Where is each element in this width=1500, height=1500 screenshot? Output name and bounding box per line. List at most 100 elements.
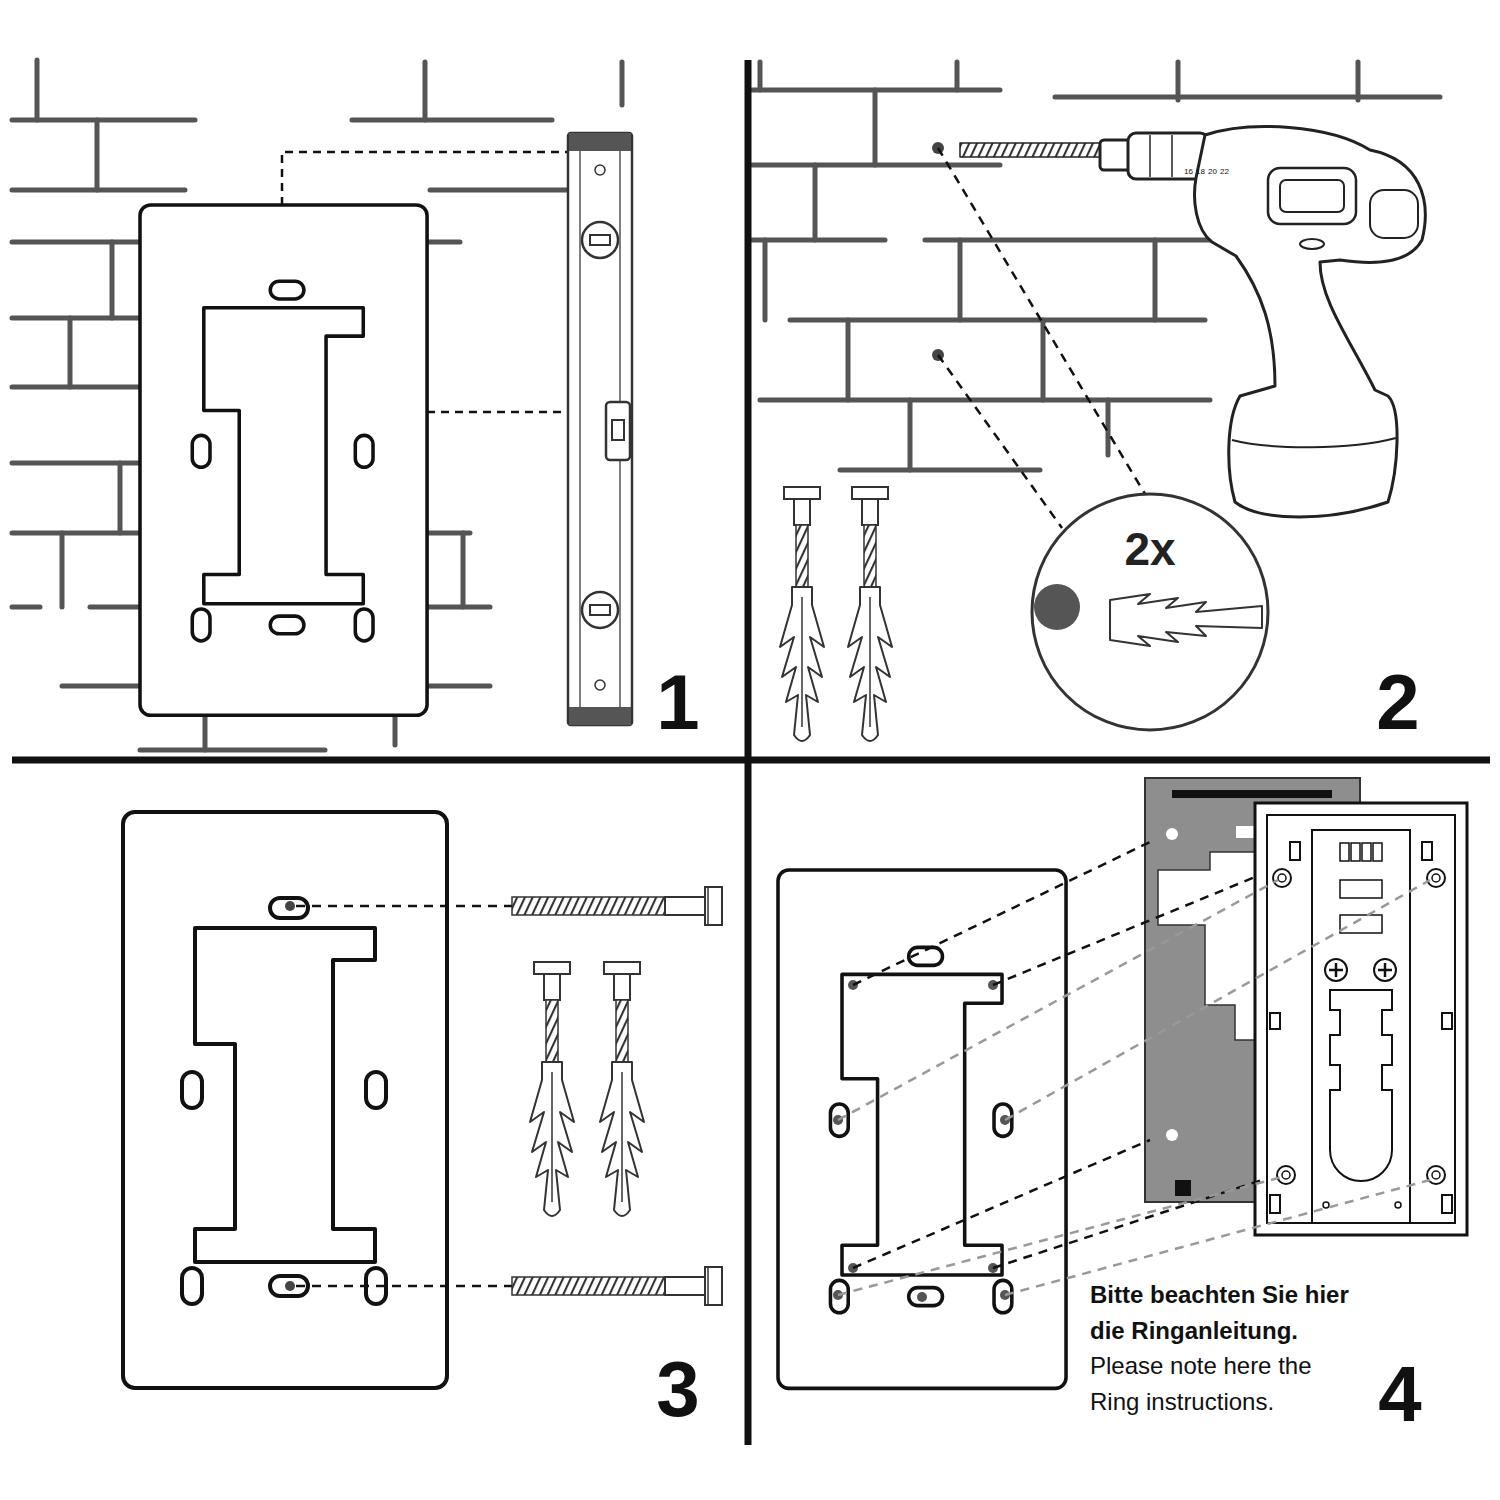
spirit-level: [612, 420, 624, 440]
spirit-level: [590, 235, 610, 245]
spirit-level: [569, 707, 631, 725]
adapter-plate: [1175, 1180, 1191, 1196]
wall-anchor: [530, 962, 644, 1216]
brick-wall: [12, 120, 625, 750]
mounting-plate: [140, 205, 427, 715]
leader-line: [296, 905, 512, 908]
mounting-plate: [140, 205, 427, 715]
leader-line: [296, 906, 512, 1286]
power-drill: [1128, 133, 1208, 179]
doorbell-back: [1362, 843, 1371, 861]
step-number: 1: [656, 663, 699, 741]
power-drill: [1232, 438, 1396, 447]
power-drill: [1300, 239, 1324, 249]
wall-anchor: [780, 487, 892, 741]
power-drill: [1149, 135, 1151, 177]
mounting-plate: [123, 812, 447, 1388]
spirit-level: [606, 402, 630, 460]
power-drill: [1370, 190, 1418, 238]
doorbell-back: [1442, 1013, 1452, 1029]
anchor-detail: [1034, 584, 1262, 646]
power-drill: [960, 127, 1425, 517]
leader-line: [993, 877, 1255, 985]
screw-mark: [285, 1281, 295, 1291]
screw-mark: [285, 901, 295, 1291]
doorbell-back: [1270, 1013, 1280, 1029]
doorbell-back: [1340, 880, 1382, 898]
doorbell-back: [1282, 1171, 1290, 1179]
screw: [512, 887, 722, 925]
doorbell-back: [1395, 1202, 1401, 1208]
doorbell-back: [1255, 803, 1467, 1235]
panel-divider: [745, 60, 752, 1445]
power-drill: [1171, 135, 1173, 177]
adapter-plate: [1158, 852, 1255, 1040]
anchor-detail: [1110, 594, 1262, 646]
spirit-level: [579, 150, 581, 708]
doorbell-back: [1340, 915, 1382, 933]
leader-line: [838, 1177, 1282, 1295]
panel-divider: [12, 757, 1490, 764]
doorbell-back: [1442, 1195, 1452, 1213]
spirit-level: [590, 605, 610, 615]
drill-scale-number: 20: [1208, 168, 1217, 176]
doorbell-back: [1278, 874, 1286, 882]
wall-anchor: [530, 962, 574, 1216]
leader-line: [838, 880, 1278, 1120]
adapter-plate: [1166, 1129, 1178, 1141]
screw: [512, 887, 722, 1305]
doorbell-back: [1290, 842, 1300, 860]
wall-anchor: [600, 962, 644, 1216]
adapter-plate: [1172, 790, 1332, 798]
step-number: 2: [1376, 663, 1419, 741]
drill-scale-number: 16: [1184, 168, 1193, 176]
screw-mark: [285, 901, 295, 911]
doorbell-back: [1373, 843, 1382, 861]
step-number: 3: [656, 1350, 699, 1428]
node-text: 2x: [1030, 492, 1270, 572]
leader-line: [1005, 1180, 1430, 1295]
doorbell-back: [1340, 843, 1349, 861]
leader-line: [1005, 880, 1430, 1120]
leader-line: [853, 1140, 1150, 1268]
screw-mark: [833, 980, 1010, 1302]
mounting-plate: [778, 870, 1066, 1388]
power-drill: [1268, 168, 1356, 224]
leader-line: [282, 152, 568, 412]
leader-line: [282, 152, 568, 205]
wall-anchor: [848, 487, 892, 741]
power-drill: [1280, 180, 1344, 212]
detail-circle: 2x: [1030, 492, 1270, 732]
screw-mark: [917, 1292, 927, 1302]
adapter-plate: [1236, 826, 1256, 838]
spirit-level: [568, 133, 632, 725]
mounting-plate: [778, 870, 1066, 1388]
leader-line: [853, 842, 1150, 985]
doorbell-back: [1267, 815, 1455, 1223]
screw: [512, 1267, 722, 1305]
power-drill: [1195, 127, 1426, 517]
drill-hole-mark: [932, 142, 944, 361]
spirit-level: [595, 680, 605, 690]
leader-line: [938, 355, 1062, 528]
spirit-level: [582, 592, 618, 628]
doorbell-back: [1427, 869, 1445, 887]
doorbell-back: [1255, 803, 1467, 1235]
leader-line: [296, 1285, 512, 1288]
doorbell-back: [1422, 842, 1432, 860]
drill-scale-number: 18: [1196, 168, 1205, 176]
doorbell-back: [1270, 1195, 1280, 1213]
spirit-level: [582, 222, 618, 258]
doorbell-back: [1273, 869, 1291, 887]
mounting-plate: [123, 812, 447, 1388]
spirit-level: [595, 165, 605, 175]
doorbell-back: [1323, 1202, 1329, 1208]
spirit-level: [569, 133, 631, 151]
brick-wall: [12, 60, 1440, 750]
leader-line: [938, 148, 1145, 528]
doorbell-back: [1351, 843, 1360, 861]
leader-line: [838, 880, 1430, 1295]
doorbell-back: [1312, 830, 1410, 1223]
